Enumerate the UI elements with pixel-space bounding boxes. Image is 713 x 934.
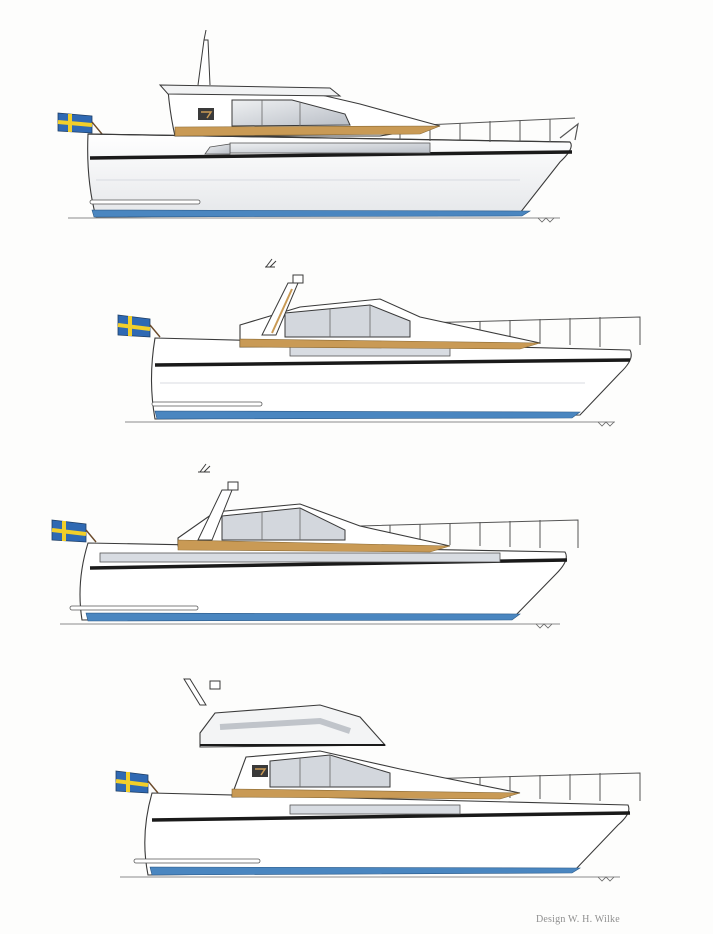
boat-3 (0, 460, 713, 640)
boat-2 (0, 255, 713, 435)
boat-4 (0, 665, 713, 895)
swim-platform (151, 401, 263, 407)
swedish-flag-icon (57, 112, 103, 135)
flybridge (199, 704, 387, 748)
logo-badge (198, 108, 214, 120)
wood-trim (239, 338, 541, 350)
mast (197, 39, 211, 86)
windshield (221, 507, 346, 541)
searchlight-icon (227, 481, 239, 491)
boat-1 (0, 30, 713, 230)
searchlight-icon (292, 274, 304, 284)
boot-top-stripe (91, 209, 532, 218)
rubrail (89, 150, 573, 160)
swim-platform (89, 199, 201, 205)
windshield (284, 304, 411, 338)
swedish-flag-icon (115, 770, 159, 794)
swedish-flag-icon (51, 519, 97, 543)
swim-platform (69, 605, 199, 611)
wood-trim (177, 539, 451, 553)
swedish-flag-icon (117, 314, 161, 338)
logo-badge (252, 765, 268, 777)
rubrail (151, 811, 631, 822)
designer-credit: Design W. H. Wilke (536, 914, 620, 925)
boot-top-stripe (149, 866, 582, 876)
mast (183, 678, 207, 706)
rubrail (154, 358, 631, 367)
windshield (231, 99, 351, 127)
boot-top-stripe (85, 612, 521, 622)
wood-trim (231, 788, 521, 800)
searchlight-icon (209, 680, 221, 690)
wood-trim (174, 125, 441, 137)
swim-platform (133, 858, 261, 864)
boot-top-stripe (154, 410, 581, 420)
